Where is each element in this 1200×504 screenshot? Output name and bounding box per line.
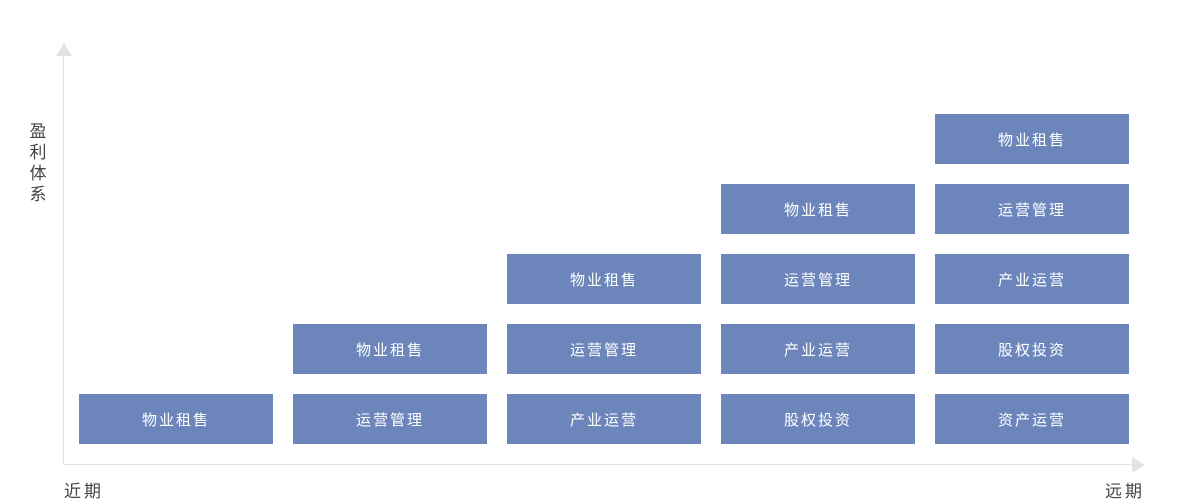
profit-item-box: 物业租售	[79, 394, 273, 444]
profit-item-box: 股权投资	[935, 324, 1129, 374]
profit-item-box: 运营管理	[293, 394, 487, 444]
profit-item-box: 运营管理	[507, 324, 701, 374]
profit-item-box: 资产运营	[935, 394, 1129, 444]
profit-item-box: 产业运营	[935, 254, 1129, 304]
profit-item-box: 产业运营	[507, 394, 701, 444]
profit-item-box: 物业租售	[507, 254, 701, 304]
y-axis-label: 盈利体系	[29, 122, 47, 205]
profit-item-box: 产业运营	[721, 324, 915, 374]
profit-item-box: 物业租售	[293, 324, 487, 374]
profit-item-box: 运营管理	[721, 254, 915, 304]
profit-item-box: 物业租售	[935, 114, 1129, 164]
x-axis-start-label: 近期	[64, 482, 104, 502]
profit-item-box: 物业租售	[721, 184, 915, 234]
x-axis-arrow-icon	[1132, 457, 1145, 473]
x-axis-end-label: 远期	[1105, 482, 1145, 502]
y-axis-arrow-icon	[56, 43, 72, 56]
profit-item-box: 运营管理	[935, 184, 1129, 234]
y-axis	[63, 54, 64, 465]
profit-item-box: 股权投资	[721, 394, 915, 444]
x-axis	[63, 464, 1135, 465]
